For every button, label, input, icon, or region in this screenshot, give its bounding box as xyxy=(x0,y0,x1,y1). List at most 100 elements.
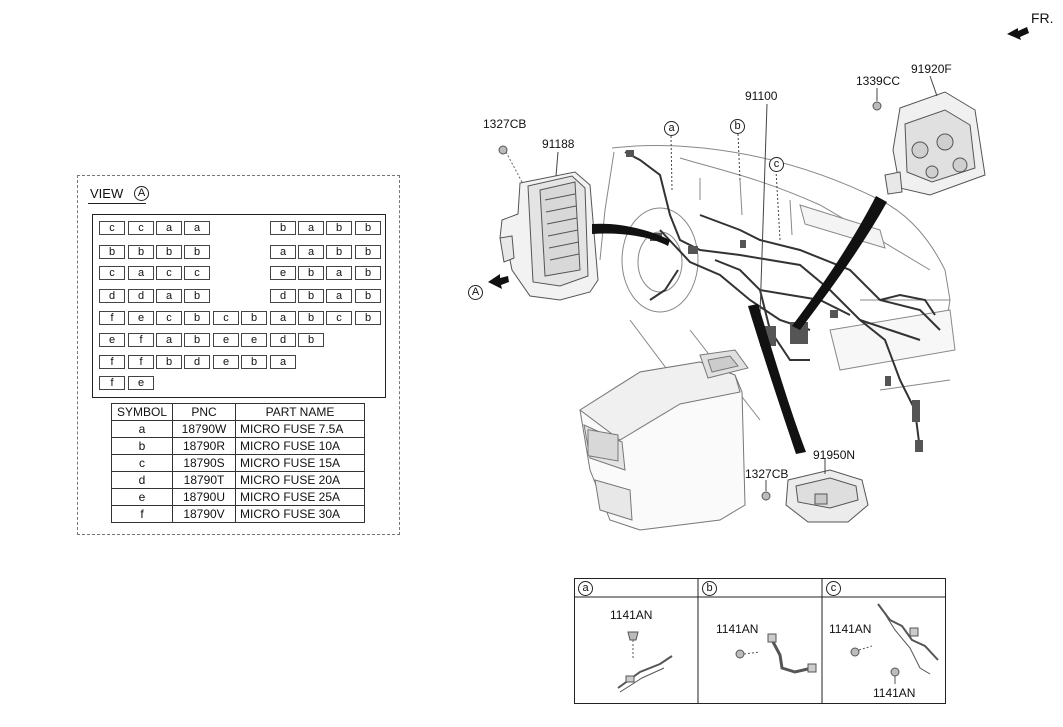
fuse-cell: c xyxy=(128,221,154,235)
fuse-cell: e xyxy=(128,311,154,325)
dashboard-outline xyxy=(599,145,956,421)
fuse-cell: c xyxy=(156,311,182,325)
fuse-cell: e xyxy=(128,376,154,390)
fr-label: FR. xyxy=(1031,10,1054,26)
fuse-cell: b xyxy=(355,311,381,325)
fuse-cell: e xyxy=(270,266,296,280)
table-cell: MICRO FUSE 20A xyxy=(235,471,365,489)
view-marker: A xyxy=(134,186,149,201)
table-cell: 18790V xyxy=(172,505,236,523)
pointer-91920f xyxy=(792,196,887,330)
col-pnc: PNC xyxy=(172,403,236,421)
fuse-cell: e xyxy=(241,333,267,347)
fuse-cell: b xyxy=(128,245,154,259)
callout-91920f: 91920F xyxy=(911,62,952,76)
detail-c-marker: c xyxy=(826,581,841,596)
main-harness-91100 xyxy=(624,151,941,451)
detail-c-drawing xyxy=(850,603,939,684)
leader-91188 xyxy=(555,151,559,177)
fuse-cell: b xyxy=(184,333,210,347)
fuse-cell: b xyxy=(241,311,267,325)
fuse-cell: a xyxy=(298,221,324,235)
fuse-cell: c xyxy=(99,221,125,235)
table-cell: 18790T xyxy=(172,471,236,489)
fuse-cell: a xyxy=(298,245,324,259)
detail-a-marker: a xyxy=(578,581,593,596)
detail-c-part-1: 1141AN xyxy=(829,622,872,636)
fuse-cell: f xyxy=(128,355,154,369)
view-title-underline xyxy=(88,203,146,204)
fuse-cell: e xyxy=(213,333,239,347)
fuse-cell: b xyxy=(270,221,296,235)
bolt-1339cc-icon xyxy=(872,101,882,111)
fuse-cell: a xyxy=(156,221,182,235)
view-a-panel xyxy=(77,175,400,535)
fuse-cell: a xyxy=(156,333,182,347)
callout-1327cb-top: 1327CB xyxy=(483,117,527,131)
table-cell: 18790U xyxy=(172,488,236,506)
fuse-cell: c xyxy=(156,266,182,280)
leader-91920f xyxy=(929,75,938,97)
table-cell: MICRO FUSE 10A xyxy=(235,437,365,455)
fuse-cell: b xyxy=(184,289,210,303)
view-title: VIEW xyxy=(90,186,124,201)
junction-box-91188 xyxy=(499,171,599,301)
bolt-1327cb-top-icon xyxy=(498,145,508,155)
fuse-cell: f xyxy=(99,376,125,390)
table-cell: MICRO FUSE 25A xyxy=(235,488,365,506)
fuse-cell: c xyxy=(213,311,239,325)
fuse-cell: d xyxy=(184,355,210,369)
fuse-cell: b xyxy=(156,245,182,259)
center-console xyxy=(579,349,749,531)
table-cell: 18790R xyxy=(172,437,236,455)
pointer-91188 xyxy=(592,223,670,246)
module-91920f xyxy=(884,91,986,196)
table-cell: 18790W xyxy=(172,420,236,438)
fuse-cell: a xyxy=(156,289,182,303)
table-cell: b xyxy=(111,437,173,455)
callout-91188: 91188 xyxy=(542,137,575,151)
fuse-cell: b xyxy=(99,245,125,259)
detail-a-part: 1141AN xyxy=(610,608,653,622)
fuse-cell: b xyxy=(355,221,381,235)
table-cell: d xyxy=(111,471,173,489)
detail-b-marker: b xyxy=(702,581,717,596)
callout-circle-b: b xyxy=(730,119,745,134)
table-cell: f xyxy=(111,505,173,523)
fuse-cell: f xyxy=(99,311,125,325)
leader-a xyxy=(670,135,673,191)
col-part-name: PART NAME xyxy=(235,403,365,421)
block-91950n xyxy=(785,469,869,523)
table-cell: e xyxy=(111,488,173,506)
view-a-arrow-icon xyxy=(488,274,509,289)
bolt-1327cb-bottom-icon xyxy=(761,491,771,501)
fuse-cell: a xyxy=(270,311,296,325)
fuse-cell: c xyxy=(184,266,210,280)
callout-view-a: A xyxy=(468,285,483,300)
fuse-cell: a xyxy=(128,266,154,280)
fuse-cell: b xyxy=(298,266,324,280)
leader-c xyxy=(775,169,781,241)
callout-91100: 91100 xyxy=(745,89,778,103)
fuse-cell: f xyxy=(128,333,154,347)
fuse-cell: d xyxy=(270,333,296,347)
fuse-cell: e xyxy=(213,355,239,369)
fuse-cell: b xyxy=(298,289,324,303)
detail-panels xyxy=(574,578,946,704)
fuse-cell: e xyxy=(99,333,125,347)
leader-1327cb-top xyxy=(505,151,523,183)
fuse-cell: b xyxy=(241,355,267,369)
table-cell: a xyxy=(111,420,173,438)
fuse-cell: b xyxy=(355,266,381,280)
fuse-cell: b xyxy=(156,355,182,369)
fuse-cell: a xyxy=(184,221,210,235)
detail-c-part-2: 1141AN xyxy=(873,686,916,700)
table-cell: c xyxy=(111,454,173,472)
detail-a-drawing xyxy=(617,631,673,693)
